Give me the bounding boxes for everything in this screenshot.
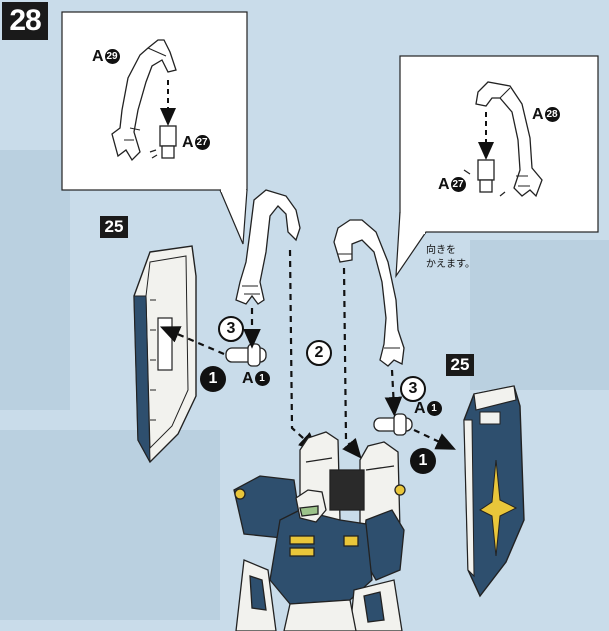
inset-left xyxy=(62,12,247,244)
part-label-a1-left: A1 xyxy=(242,370,270,388)
shield-left xyxy=(134,246,196,462)
order-mark-left-one: 1 xyxy=(200,366,226,392)
part-label-a27-left: A27 xyxy=(182,134,210,152)
joint-part-left xyxy=(226,344,266,366)
shield-right xyxy=(464,386,524,596)
order-mark-right-one: 1 xyxy=(410,448,436,474)
robot-torso xyxy=(234,432,405,631)
part-label-a1-right: A1 xyxy=(414,400,442,418)
orientation-note: 向きを かえます。 xyxy=(426,244,475,272)
step-number-badge: 28 xyxy=(2,2,48,40)
part-label-a29: A29 xyxy=(92,48,120,66)
part-tag-right: 25 xyxy=(446,354,474,376)
order-mark-right-three: 3 xyxy=(400,376,426,402)
part-tag-left: 25 xyxy=(100,216,128,238)
order-mark-center-two: 2 xyxy=(306,340,332,366)
part-label-a28: A28 xyxy=(532,106,560,124)
order-mark-left-three: 3 xyxy=(218,316,244,342)
part-label-a27-right: A27 xyxy=(438,176,466,194)
joint-part-right xyxy=(374,414,412,435)
